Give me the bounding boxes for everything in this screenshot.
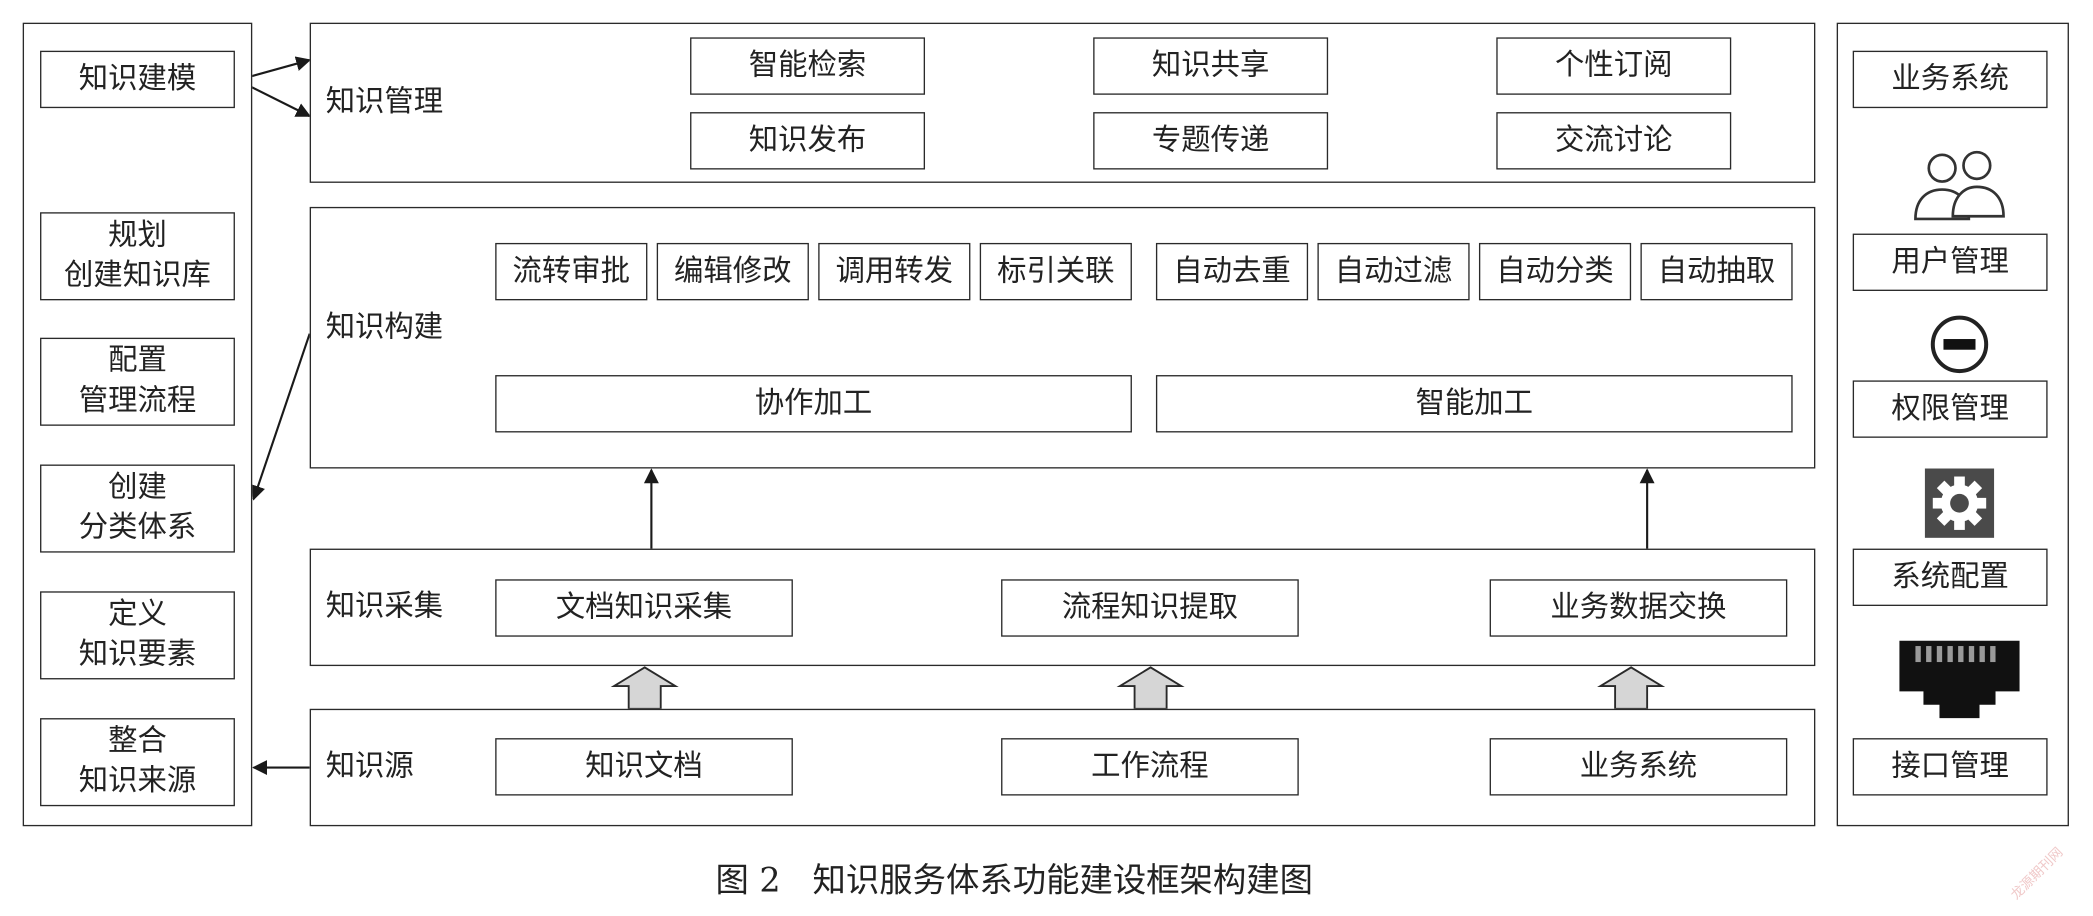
users-icon	[1914, 150, 2005, 221]
collab-item-4: 标引关联	[979, 242, 1132, 301]
smart-item-1: 自动去重	[1155, 242, 1309, 301]
smart-processing-bar: 智能加工	[1155, 375, 1793, 433]
smart-item-2: 自动过滤	[1317, 242, 1470, 301]
collection-item-3: 业务数据交换	[1489, 579, 1788, 637]
layer-management-label: 知识管理	[325, 85, 444, 119]
smart-item-4: 自动抽取	[1640, 242, 1793, 301]
collection-item-2: 流程知识提取	[1001, 579, 1299, 637]
collab-item-2: 编辑修改	[656, 242, 809, 301]
mgmt-item-3: 个性订阅	[1496, 37, 1732, 95]
mgmt-item-4: 知识发布	[690, 112, 926, 170]
fat-arrow-middle	[1116, 666, 1185, 710]
right-box-interface-mgmt: 接口管理	[1852, 738, 2048, 796]
left-box-create-kb: 规划创建知识库	[40, 212, 235, 301]
left-box-integrate-sources: 整合知识来源	[40, 718, 235, 807]
collection-item-1: 文档知识采集	[495, 579, 793, 637]
source-item-1: 知识文档	[495, 738, 793, 796]
left-box-define-elements: 定义知识要素	[40, 591, 235, 680]
right-box-system-config: 系统配置	[1852, 548, 2048, 606]
right-box-permission-mgmt: 权限管理	[1852, 380, 2048, 438]
left-box-config-flow: 配置管理流程	[40, 337, 235, 426]
mgmt-item-6: 交流讨论	[1496, 112, 1732, 170]
source-item-3: 业务系统	[1489, 738, 1788, 796]
right-box-user-mgmt: 用户管理	[1852, 233, 2048, 291]
arrow-construction-to-taxonomy	[250, 333, 311, 501]
left-box-modeling: 知识建模	[40, 50, 235, 109]
gear-icon	[1924, 468, 1995, 538]
minus-circle-icon	[1930, 315, 1989, 374]
layer-source-label: 知识源	[325, 750, 414, 784]
fat-arrow-left	[610, 666, 679, 710]
network-port-icon	[1899, 640, 2020, 719]
figure-caption: 图 2 知识服务体系功能建设框架构建图	[715, 860, 1314, 900]
right-box-business-system: 业务系统	[1852, 50, 2048, 109]
layer-construction-label: 知识构建	[325, 311, 444, 345]
source-item-2: 工作流程	[1001, 738, 1299, 796]
smart-item-3: 自动分类	[1478, 242, 1632, 301]
left-box-taxonomy: 创建分类体系	[40, 464, 235, 553]
collab-item-3: 调用转发	[818, 242, 971, 301]
mgmt-item-5: 专题传递	[1093, 112, 1329, 170]
fat-arrow-right	[1597, 666, 1666, 710]
mgmt-item-2: 知识共享	[1093, 37, 1329, 95]
mgmt-item-1: 智能检索	[690, 37, 926, 95]
collab-item-1: 流转审批	[495, 242, 648, 301]
layer-collection-label: 知识采集	[325, 589, 444, 624]
collab-processing-bar: 协作加工	[495, 375, 1132, 433]
